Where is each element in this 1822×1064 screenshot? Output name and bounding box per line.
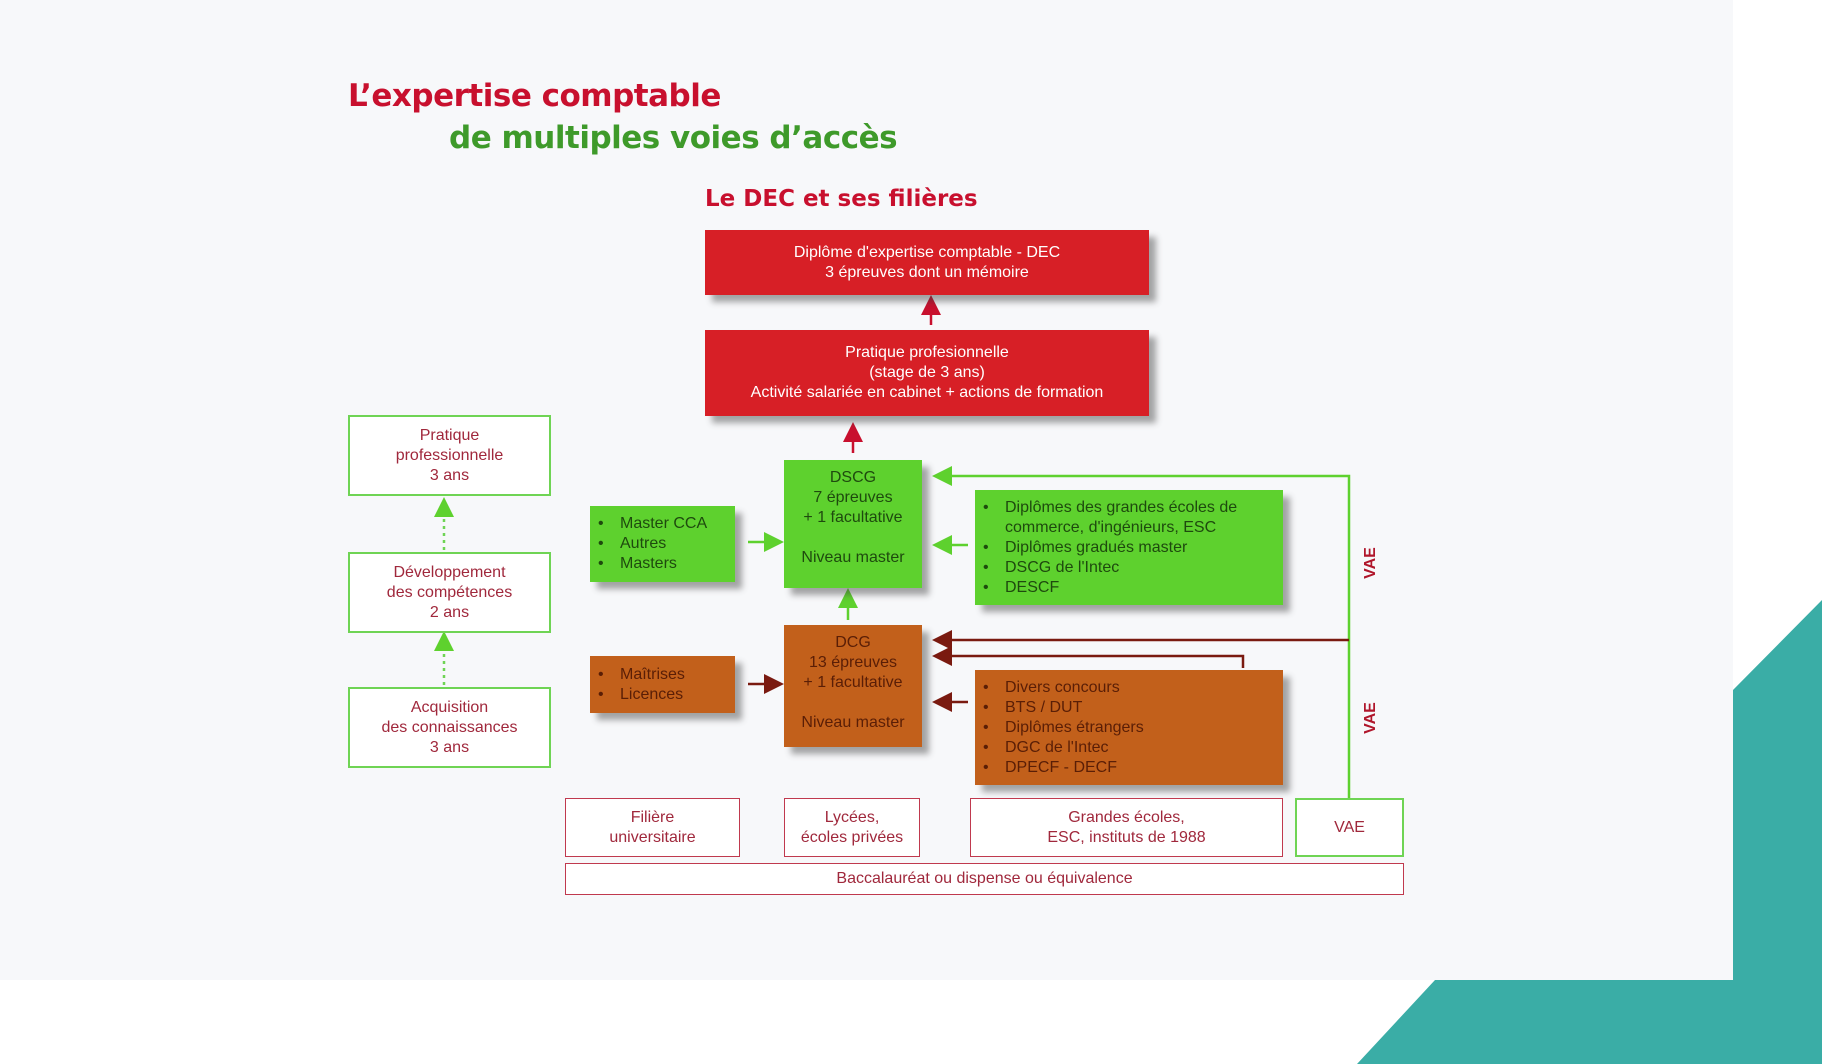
brown-right-item: BTS / DUT bbox=[975, 698, 1283, 718]
grandes-ecoles-box: Grandes écoles, ESC, instituts de 1988 bbox=[970, 798, 1283, 857]
dscg-box: DSCG 7 épreuves + 1 facultative Niveau m… bbox=[784, 460, 922, 588]
left-acquisition-box: Acquisition des connaissances 3 ans bbox=[348, 687, 551, 768]
lycees-box: Lycées, écoles privées bbox=[784, 798, 920, 857]
brown-right-item: DGC de l'Intec bbox=[975, 738, 1283, 758]
maitrises-box: Maîtrises Licences bbox=[590, 656, 735, 713]
dec-box: Diplôme d'expertise comptable - DEC 3 ép… bbox=[705, 230, 1149, 295]
dcg-line-4: Niveau master bbox=[801, 714, 905, 731]
master-item: Autres bbox=[590, 534, 735, 554]
grandes-ecoles-diplomas-box: Diplômes des grandes écoles de commerce,… bbox=[975, 490, 1283, 605]
left-developpement-box: Développement des compétences 2 ans bbox=[348, 552, 551, 633]
green-right-item: Diplômes des grandes écoles de commerce,… bbox=[975, 498, 1283, 538]
vae-label-lower: VAE bbox=[1362, 702, 1379, 734]
left-acquisition-line: Acquisition bbox=[410, 698, 489, 716]
vae-box-label: VAE bbox=[1334, 818, 1365, 836]
brown-right-item: Diplômes étrangers bbox=[975, 718, 1283, 738]
dec-line-1: Diplôme d'expertise comptable - DEC bbox=[793, 243, 1061, 261]
left-developpement-line: des compétences bbox=[386, 583, 513, 601]
filiere-line: universitaire bbox=[609, 828, 696, 846]
vae-box: VAE bbox=[1295, 798, 1404, 857]
filiere-universitaire-box: Filière universitaire bbox=[565, 798, 740, 857]
green-right-item: DSCG de l'Intec bbox=[975, 558, 1283, 578]
maitrises-item: Maîtrises bbox=[590, 665, 735, 685]
concours-diplomas-box: Divers concours BTS / DUT Diplômes étran… bbox=[975, 670, 1283, 785]
title-line-1: L’expertise comptable bbox=[348, 78, 721, 114]
master-box: Master CCA Autres Masters bbox=[590, 506, 735, 582]
dscg-line-4: Niveau master bbox=[801, 549, 905, 566]
left-acquisition-line: des connaissances bbox=[381, 718, 518, 736]
left-acquisition-line: 3 ans bbox=[429, 738, 470, 756]
master-item: Masters bbox=[590, 554, 735, 574]
maitrises-item: Licences bbox=[590, 685, 735, 705]
pratique-pro-line-3: Activité salariée en cabinet + actions d… bbox=[750, 384, 1104, 401]
left-pratique-box: Pratique professionnelle 3 ans bbox=[348, 415, 551, 496]
grandes-ecoles-line: ESC, instituts de 1988 bbox=[1047, 828, 1206, 846]
dcg-line-1: DCG bbox=[835, 634, 871, 651]
master-item: Master CCA bbox=[590, 514, 735, 534]
title-line-2: de multiples voies d’accès bbox=[449, 120, 898, 156]
left-pratique-line: professionnelle bbox=[395, 446, 504, 464]
diagram-subtitle: Le DEC et ses filières bbox=[705, 186, 978, 212]
vae-label-upper: VAE bbox=[1362, 547, 1379, 579]
lycees-line: Lycées, bbox=[824, 808, 880, 826]
pratique-pro-box: Pratique profesionnelle (stage de 3 ans)… bbox=[705, 330, 1149, 416]
lycees-line: écoles privées bbox=[800, 828, 904, 846]
grandes-ecoles-line: Grandes écoles, bbox=[1068, 808, 1185, 826]
brown-right-item: DPECF - DECF bbox=[975, 758, 1283, 778]
left-developpement-line: 2 ans bbox=[429, 603, 470, 621]
brown-right-item: Divers concours bbox=[975, 678, 1283, 698]
left-pratique-line: 3 ans bbox=[429, 466, 470, 484]
left-developpement-line: Développement bbox=[393, 563, 506, 581]
dscg-line-2: 7 épreuves bbox=[813, 489, 893, 506]
dec-line-2: 3 épreuves dont un mémoire bbox=[825, 263, 1029, 281]
baccalaureat-label: Baccalauréat ou dispense ou équivalence bbox=[836, 870, 1133, 887]
pratique-pro-line-2: (stage de 3 ans) bbox=[869, 364, 985, 381]
green-right-item: Diplômes gradués master bbox=[975, 538, 1283, 558]
dcg-line-3: + 1 facultative bbox=[803, 674, 903, 691]
pratique-pro-line-1: Pratique profesionnelle bbox=[845, 344, 1009, 361]
dscg-line-3: + 1 facultative bbox=[803, 509, 903, 526]
dscg-line-1: DSCG bbox=[829, 469, 877, 486]
baccalaureat-box: Baccalauréat ou dispense ou équivalence bbox=[565, 863, 1404, 895]
dcg-line-2: 13 épreuves bbox=[808, 654, 898, 671]
left-pratique-line: Pratique bbox=[419, 426, 480, 444]
dcg-box: DCG 13 épreuves + 1 facultative Niveau m… bbox=[784, 625, 922, 747]
green-right-item: DESCF bbox=[975, 578, 1283, 598]
filiere-line: Filière bbox=[630, 808, 675, 826]
